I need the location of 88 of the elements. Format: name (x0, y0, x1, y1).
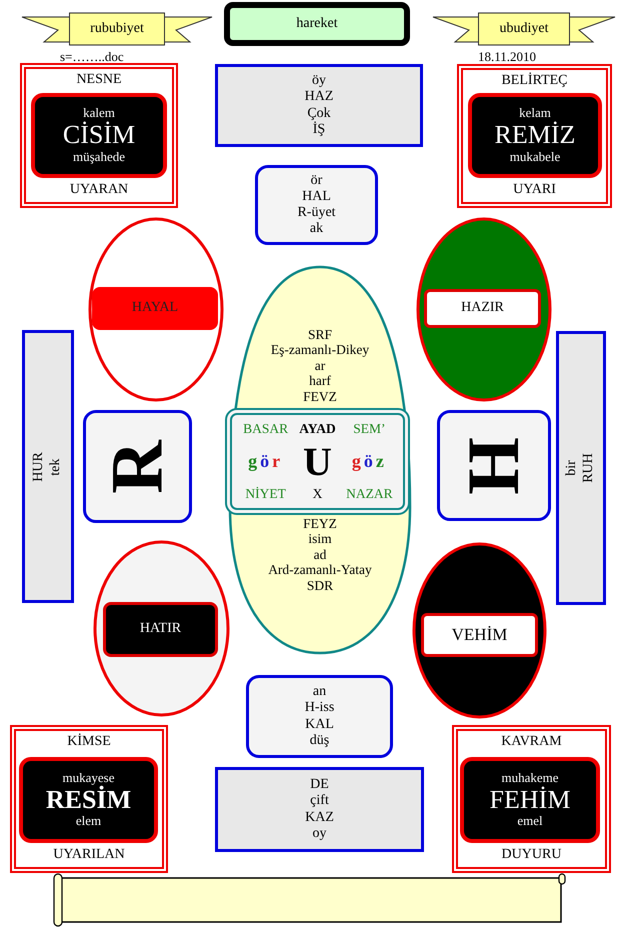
big-letter: R (100, 440, 174, 494)
frame-heading: KİMSE (66, 734, 112, 750)
frame-footer: UYARI (463, 182, 606, 198)
main-term: CİSİM (62, 121, 136, 150)
main-term: RESİM (46, 786, 132, 814)
sub-term: mukabele (510, 150, 560, 165)
term-text: ar (314, 358, 326, 374)
term-card (31, 93, 167, 178)
term-text: R-üyet (297, 205, 336, 222)
term-text: HATIR (140, 621, 182, 638)
banner-text: ubudiyet (500, 20, 548, 38)
term-text: KAL (305, 716, 334, 733)
label-bar (103, 602, 218, 657)
sub-term: emel (517, 814, 543, 830)
core-term: NİYET (244, 486, 287, 502)
core-term: SEM’ (352, 421, 387, 437)
frame-footer: UYARAN (26, 182, 172, 198)
term-box (255, 165, 378, 245)
letter-box (437, 410, 551, 521)
term-card (19, 757, 158, 843)
sub-term: kalem (83, 106, 115, 122)
term-text: çift (310, 793, 329, 810)
sub-term: mukayese (62, 770, 114, 786)
note-text: 18.11.2010 (478, 50, 536, 65)
term-text: düş (310, 732, 330, 749)
term-text: HAYAL (132, 300, 178, 317)
term-text: H-iss (304, 700, 334, 716)
letter-box (83, 410, 192, 523)
term-text: an (312, 684, 326, 700)
term-text: HAZIR (461, 300, 504, 317)
core-term: BASAR (242, 421, 290, 437)
term-text: harf (308, 373, 332, 388)
term-text: Çok (307, 106, 331, 120)
term-text: SRF (306, 327, 334, 342)
sub-term: müşahede (73, 150, 125, 165)
term-text: Ard-zamanlı-Yatay (267, 562, 373, 578)
title-box (224, 2, 410, 46)
term-text: HAZ (304, 89, 334, 106)
term-text: Eş-zamanlı-Dikey (270, 342, 370, 358)
term-text: DE (310, 777, 329, 794)
term-text: ak (310, 221, 324, 238)
term-text: SDR (306, 578, 334, 593)
term-text: İŞ (312, 122, 326, 138)
sub-term: muhakeme (501, 770, 559, 786)
label-bar (424, 289, 541, 328)
center-letter: U (302, 442, 333, 482)
side-text: tek (48, 456, 64, 478)
sub-term: elem (76, 814, 102, 830)
side-panel (22, 330, 74, 603)
core-box (225, 408, 410, 515)
frame-footer: DUYURU (458, 846, 605, 863)
banner-text: rububiyet (90, 20, 144, 38)
term-text: oy (312, 826, 326, 842)
side-panel (556, 331, 606, 605)
side-text: RUH (581, 453, 597, 483)
term-text: FEYZ (302, 516, 338, 532)
term-box (215, 64, 423, 147)
term-card (468, 93, 602, 178)
colored-word: göz (350, 451, 388, 472)
term-text: ör (310, 172, 322, 189)
term-text: isim (307, 531, 333, 547)
main-term: FEHİM (490, 786, 570, 814)
term-text: hareket (296, 16, 338, 32)
term-card (460, 757, 600, 843)
term-text: KAZ (305, 810, 334, 826)
term-box (215, 767, 424, 852)
term-box (246, 675, 393, 758)
term-text: HAL (302, 188, 331, 205)
core-term: X (312, 486, 324, 502)
core-term: NAZAR (345, 486, 394, 502)
term-text: ad (312, 546, 328, 562)
frame-heading: KAVRAM (500, 734, 563, 750)
frame-heading: NESNE (75, 72, 123, 88)
colored-word: gör (247, 451, 284, 472)
label-bar (421, 613, 538, 657)
term-text: VEHİM (452, 625, 508, 645)
sub-term: kelam (519, 106, 551, 122)
side-text: HUR (31, 452, 48, 482)
side-text: bir (564, 459, 580, 478)
term-text: FEVZ (302, 388, 338, 404)
core-term: AYAD (299, 421, 336, 437)
term-text: öy (312, 73, 326, 90)
frame-heading: BELİRTEÇ (500, 73, 569, 90)
label-bar (92, 287, 218, 330)
big-letter: H (457, 436, 531, 494)
main-term: REMİZ (494, 121, 576, 150)
note-text: s=……..doc (60, 50, 124, 65)
frame-footer: UYARILAN (16, 846, 162, 863)
